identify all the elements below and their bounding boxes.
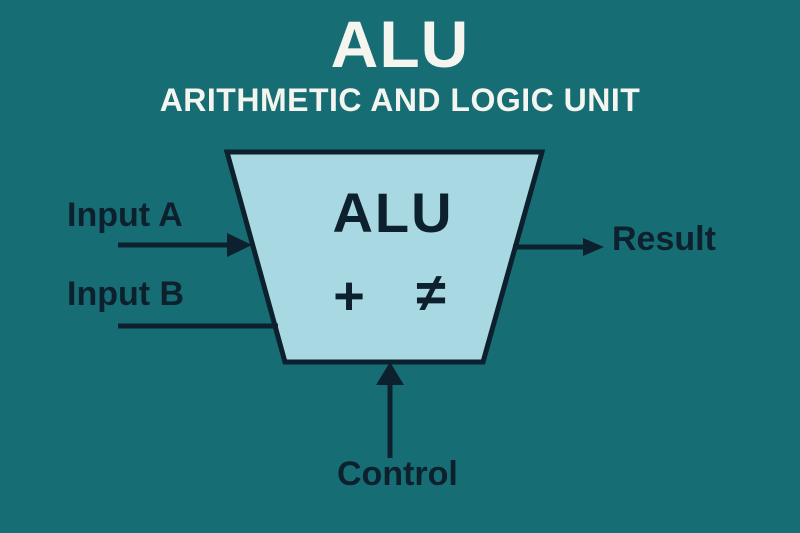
control-arrow-icon bbox=[376, 362, 404, 458]
control-label: Control bbox=[337, 455, 458, 493]
input-b-label: Input B bbox=[67, 275, 185, 313]
input-a-arrow-icon bbox=[118, 233, 252, 257]
input-a-label: Input A bbox=[67, 196, 183, 234]
alu-unit-label: ALU bbox=[332, 181, 454, 244]
page-title: ALU bbox=[330, 7, 470, 81]
page-subtitle: ARITHMETIC AND LOGIC UNIT bbox=[159, 82, 641, 118]
plus-operator-icon: + bbox=[333, 266, 365, 326]
alu-trapezoid-shape bbox=[223, 149, 546, 365]
not-equal-operator-icon: ≠ bbox=[416, 263, 446, 323]
result-arrow-icon bbox=[513, 238, 604, 256]
result-label: Result bbox=[612, 220, 716, 258]
